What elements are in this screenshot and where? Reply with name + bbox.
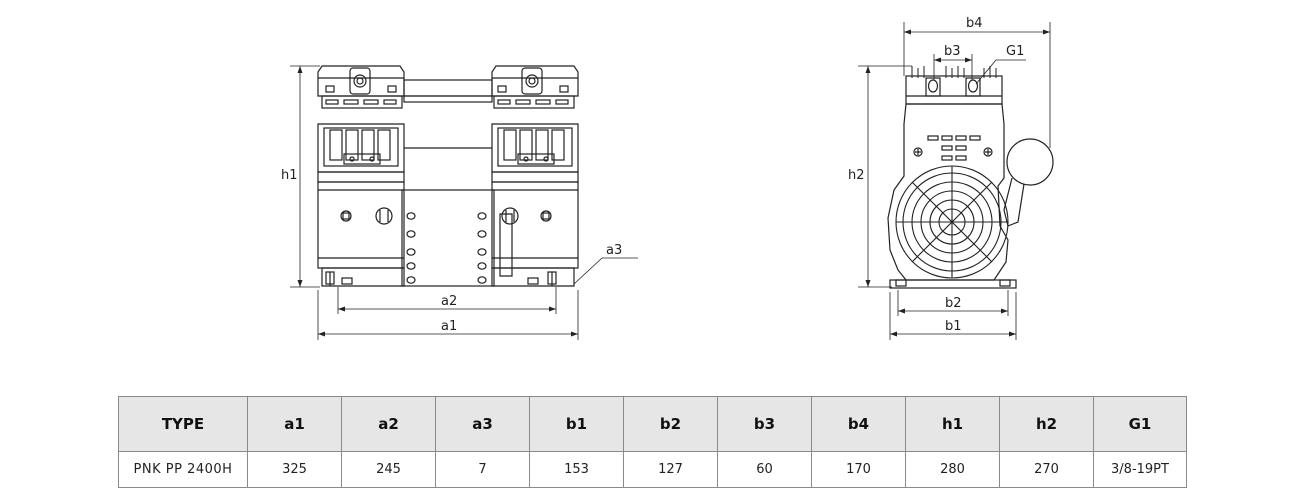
spec-table: TYPE a1 a2 a3 b1 b2 b3 b4 h1 h2 G1 PNK P… [118, 396, 1187, 488]
technical-drawing: h1 a2 a1 a3 [281, 16, 1054, 340]
header-b1: b1 [529, 396, 624, 452]
cell-g1: 3/8-19PT [1093, 451, 1187, 488]
dim-label-a2: a2 [441, 294, 457, 309]
dim-label-b2: b2 [945, 296, 962, 311]
side-view [887, 66, 1054, 289]
dim-label-h1: h1 [281, 168, 298, 183]
cell-h2: 270 [999, 451, 1094, 488]
right-cylinder-head [491, 65, 579, 287]
cell-b3: 60 [717, 451, 812, 488]
header-a3: a3 [435, 396, 530, 452]
cell-h1: 280 [905, 451, 1000, 488]
spec-table-header-row: TYPE a1 a2 a3 b1 b2 b3 b4 h1 h2 G1 [118, 396, 1187, 452]
cell-a2: 245 [341, 451, 436, 488]
header-a1: a1 [247, 396, 342, 452]
header-b2: b2 [623, 396, 718, 452]
header-h2: h2 [999, 396, 1094, 452]
cell-b1: 153 [529, 451, 624, 488]
dim-label-h2: h2 [848, 168, 865, 183]
dim-label-g1: G1 [1006, 44, 1024, 59]
header-g1: G1 [1093, 396, 1187, 452]
front-view [317, 65, 579, 287]
dim-label-a1: a1 [441, 319, 457, 334]
fan-guard [895, 165, 1009, 279]
dim-label-a3: a3 [606, 243, 622, 258]
capacitor [1003, 138, 1054, 227]
dim-label-b4: b4 [966, 16, 983, 31]
header-b4: b4 [811, 396, 906, 452]
cell-type: PNK PP 2400H [118, 451, 248, 488]
table-row: PNK PP 2400H 325 245 7 153 127 60 170 28… [118, 451, 1187, 488]
dim-label-b3: b3 [944, 44, 961, 59]
cell-b2: 127 [623, 451, 718, 488]
front-view-dimensions [290, 65, 638, 340]
header-h1: h1 [905, 396, 1000, 452]
dim-label-b1: b1 [945, 319, 962, 334]
header-b3: b3 [717, 396, 812, 452]
cell-b4: 170 [811, 451, 906, 488]
side-view-dimensions [858, 22, 1051, 340]
header-type: TYPE [118, 396, 248, 452]
frame-slots [406, 212, 513, 284]
left-cylinder-head [317, 65, 405, 287]
cell-a1: 325 [247, 451, 342, 488]
cell-a3: 7 [435, 451, 530, 488]
header-a2: a2 [341, 396, 436, 452]
